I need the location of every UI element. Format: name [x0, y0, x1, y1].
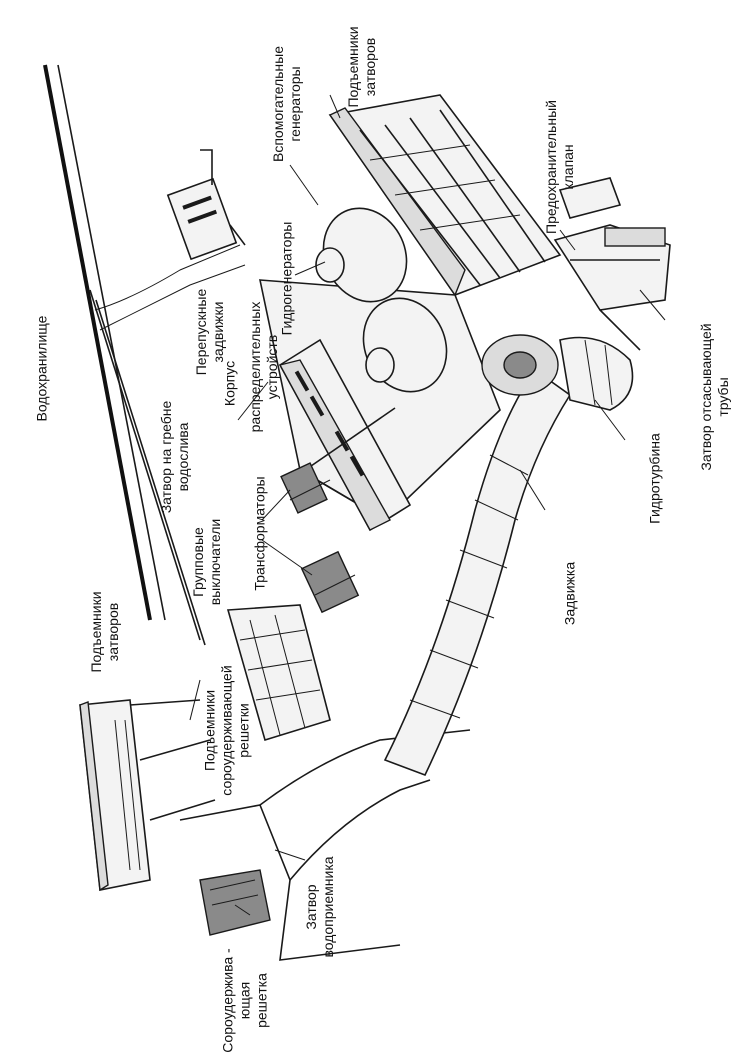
group-switches-label: Групповые выключатели [190, 518, 223, 606]
transformers-label: Трансформаторы [251, 476, 268, 591]
draft-tube-gate-structure [553, 224, 671, 351]
hydroturbine-label: Гидротурбина [646, 433, 663, 524]
intake-structure [179, 729, 471, 961]
draft-tube-gate-label: Затвор отсасывающей трубы [698, 323, 731, 471]
hydrogenerators-label: Гидрогенераторы [278, 221, 295, 336]
switchgear-building [278, 338, 412, 532]
trash-rack [199, 869, 271, 936]
body-label: Корпус [221, 360, 238, 407]
trash-rack-label: Сороудержива - ющая решетка [219, 948, 270, 1053]
leader-lines [189, 94, 666, 916]
hydrogenerators [315, 207, 448, 393]
valve-label: Задвижка [561, 561, 578, 626]
aux-generators-label: Вспомогательные генераторы [270, 46, 303, 163]
transformers [280, 462, 360, 614]
penstock [383, 368, 572, 777]
hydroturbine [481, 334, 634, 411]
bypass-valve-structure [166, 149, 246, 261]
crest-gate-label: Затвор на гребне водослива [158, 400, 191, 514]
upper-gate-hoist-building [328, 94, 622, 297]
switchgear-label: распределительных устройств [247, 301, 280, 433]
relief-valve-label: Предохранительный клапан [543, 100, 576, 234]
dam-crest [43, 64, 246, 646]
gate-hoists-top-label: Подъемники затворов [345, 26, 378, 108]
intake-gate-label: Затвор водоприемника [303, 856, 336, 958]
trash-rack-hoists-label: Подъемники сороудерживающей решетки [201, 665, 252, 796]
group-switches [226, 604, 331, 742]
lower-gate-hoist-building [79, 699, 216, 892]
reservoir-label: Водохранилище [33, 315, 50, 422]
gate-hoists-bottom-label: Подъемники затворов [88, 591, 121, 673]
